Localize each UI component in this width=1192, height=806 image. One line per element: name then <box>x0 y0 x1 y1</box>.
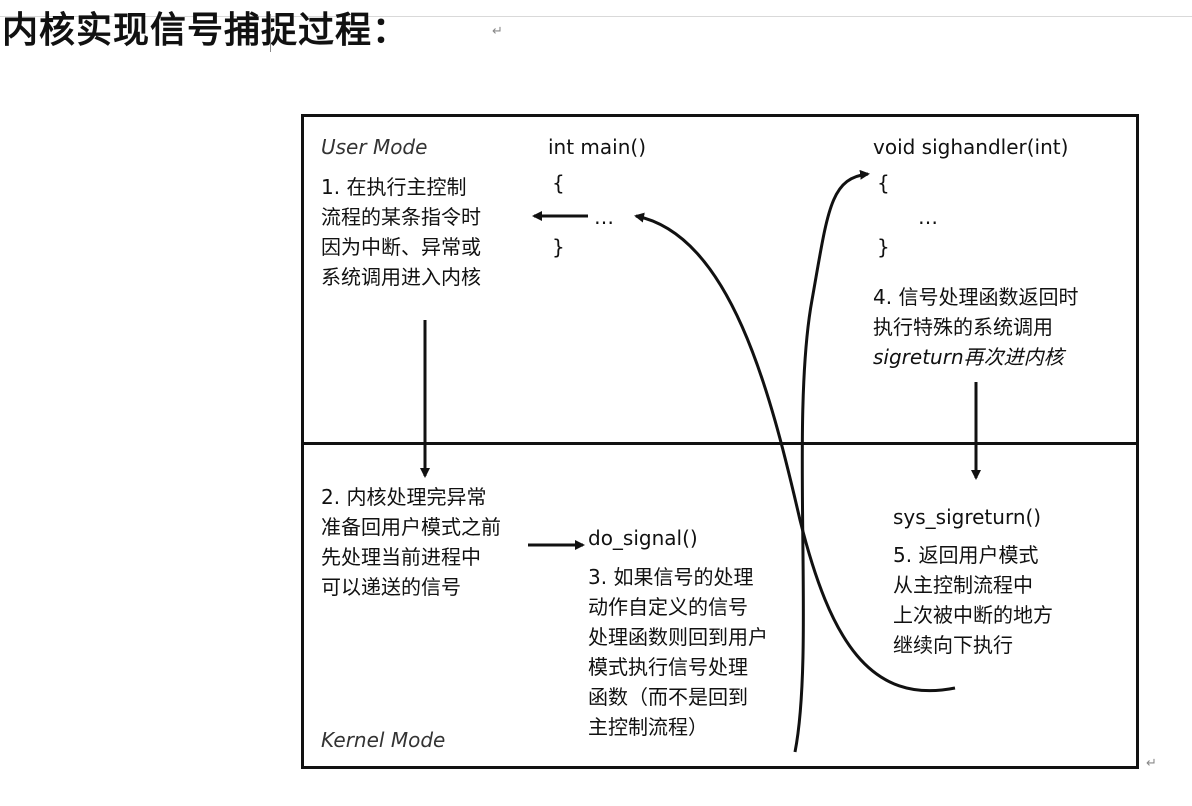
step2-line: 可以递送的信号 <box>321 575 461 599</box>
step1-line: 流程的某条指令时 <box>321 205 481 229</box>
paragraph-mark-icon: ↵ <box>492 24 503 39</box>
step2-line: 2. 内核处理完异常 <box>321 485 487 509</box>
step5-line: 5. 返回用户模式 <box>893 543 1039 567</box>
page-title: 内核实现信号捕捉过程： <box>2 9 410 51</box>
step4-text: 4. 信号处理函数返回时 执行特殊的系统调用 sigreturn再次进内核 <box>873 282 1078 372</box>
step5-line: 继续向下执行 <box>893 633 1013 657</box>
handler-body-ellipsis: … <box>918 205 938 229</box>
handler-signature: void sighandler(int) <box>873 135 1069 159</box>
kernel-mode-label: Kernel Mode <box>321 728 446 752</box>
step1-line: 因为中断、异常或 <box>321 235 481 259</box>
document-top-rule <box>0 0 1192 17</box>
main-open-brace: { <box>552 171 565 195</box>
step3-line: 主控制流程） <box>588 715 708 739</box>
step2-line: 准备回用户模式之前 <box>321 515 501 539</box>
step3-line: 动作自定义的信号 <box>588 595 748 619</box>
step1-line: 1. 在执行主控制 <box>321 175 467 199</box>
step3-line: 3. 如果信号的处理 <box>588 565 754 589</box>
step5-line: 从主控制流程中 <box>893 573 1033 597</box>
paragraph-mark-icon: ↵ <box>1146 756 1157 771</box>
handler-close-brace: } <box>877 235 890 259</box>
step3-line: 处理函数则回到用户 <box>588 625 768 649</box>
step1-line: 系统调用进入内核 <box>321 265 481 289</box>
main-close-brace: } <box>552 235 565 259</box>
sys-sigreturn-label: sys_sigreturn() <box>893 505 1042 529</box>
step4-line: 执行特殊的系统调用 <box>873 315 1053 339</box>
step3-line: 函数（而不是回到 <box>588 685 748 709</box>
mode-divider <box>304 442 1136 445</box>
step2-line: 先处理当前进程中 <box>321 545 481 569</box>
main-signature: int main() <box>548 135 647 159</box>
step4-line: sigreturn再次进内核 <box>873 345 1064 369</box>
step2-text: 2. 内核处理完异常 准备回用户模式之前 先处理当前进程中 可以递送的信号 <box>321 482 501 602</box>
step5-line: 上次被中断的地方 <box>893 603 1053 627</box>
do-signal-label: do_signal() <box>588 526 698 550</box>
step3-text: 3. 如果信号的处理 动作自定义的信号 处理函数则回到用户 模式执行信号处理 函… <box>588 562 768 742</box>
handler-open-brace: { <box>877 171 890 195</box>
text-cursor <box>270 14 271 52</box>
step3-line: 模式执行信号处理 <box>588 655 748 679</box>
step1-text: 1. 在执行主控制 流程的某条指令时 因为中断、异常或 系统调用进入内核 <box>321 172 481 292</box>
step4-line: 4. 信号处理函数返回时 <box>873 285 1079 309</box>
step5-text: 5. 返回用户模式 从主控制流程中 上次被中断的地方 继续向下执行 <box>893 540 1053 660</box>
main-body-ellipsis: … <box>594 205 614 229</box>
user-mode-label: User Mode <box>321 135 428 159</box>
